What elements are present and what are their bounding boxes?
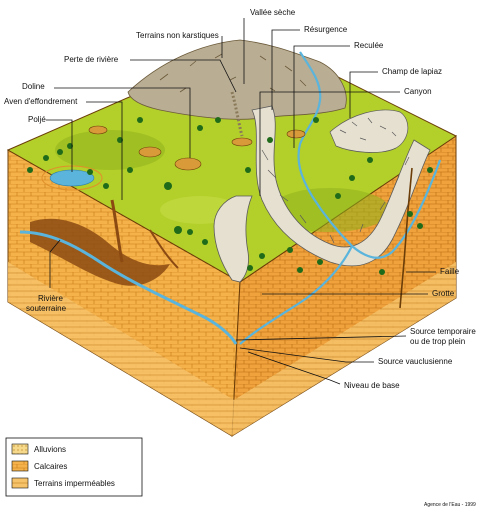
legend-swatch-alluvions [11,443,29,455]
label-terrains-non-karstiques: Terrains non karstiques [136,31,219,40]
label-perte-de-riviere: Perte de rivière [64,55,119,64]
label-source-vauclusienne: Source vauclusienne [378,357,453,366]
label-polje: Poljé [28,115,46,124]
impermeable-left [8,262,234,436]
legend-label-alluvions: Alluvions [34,445,66,454]
legend: Alluvions Calcaires Terrains imperméable… [5,437,143,497]
label-source-temporaire-2: ou de trop plein [410,337,465,346]
label-riviere-souterraine-2: souterraine [26,304,67,313]
legend-label-calcaires: Calcaires [34,462,67,471]
label-source-temporaire-1: Source temporaire [410,327,476,336]
surface-river [297,51,442,259]
label-niveau-de-base: Niveau de base [344,381,400,390]
label-canyon: Canyon [404,87,432,96]
underground-cave [30,218,170,286]
label-vallee-seche: Vallée sèche [250,8,296,17]
label-grotte: Grotte [432,289,455,298]
underground-river [19,230,238,345]
legend-label-impermeables: Terrains imperméables [34,479,115,488]
trees [27,117,433,275]
label-riviere-souterraine-1: Rivière [38,294,63,303]
lapiaz-field [329,109,409,153]
credit: Agence de l'Eau - 1999 [424,502,476,508]
label-faille: Faille [440,267,460,276]
canyon-walls [251,105,431,267]
label-doline: Doline [22,82,45,91]
legend-swatch-calcaires [11,460,29,472]
label-resurgence: Résurgence [304,25,348,34]
legend-swatch-impermeables [11,477,29,489]
dry-valley [230,91,244,137]
label-reculee: Reculée [354,41,384,50]
doline [88,125,108,135]
fault-line [399,167,413,309]
label-aven: Aven d'effondrement [4,97,78,106]
label-champ-de-lapiaz: Champ de lapiaz [382,67,442,76]
